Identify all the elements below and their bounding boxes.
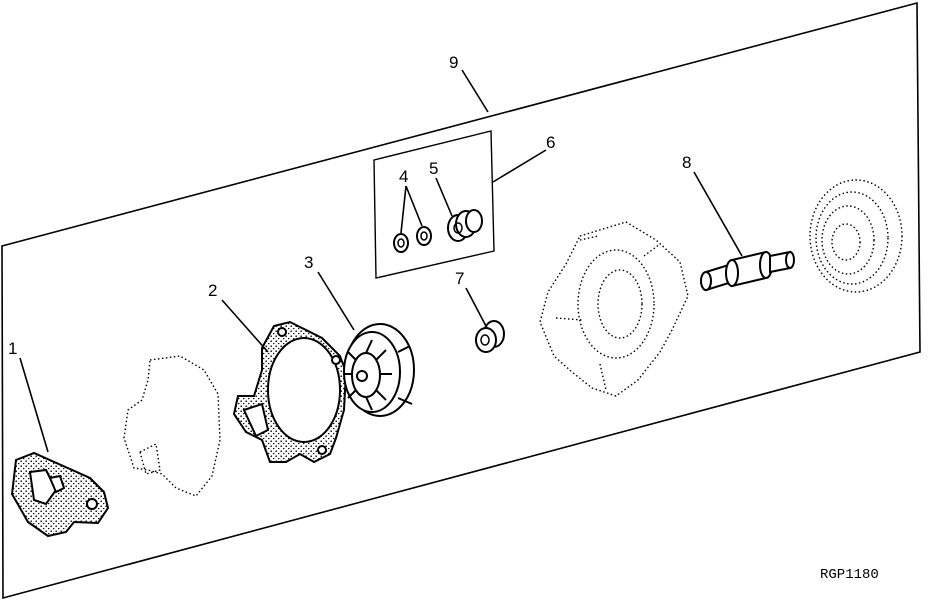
- callout-8: 8: [682, 153, 691, 172]
- part-4-seal-rings: [393, 226, 432, 253]
- leader-6: [492, 149, 547, 183]
- callout-1: 1: [8, 339, 17, 358]
- pulley-phantom: [809, 179, 903, 293]
- callout-3: 3: [304, 253, 313, 272]
- callout-4: 4: [399, 167, 408, 186]
- pump-housing-phantom: [539, 221, 689, 397]
- leader-1: [19, 357, 49, 453]
- part-7-seal: [475, 320, 505, 353]
- callout-7: 7: [455, 269, 464, 288]
- leader-8: [693, 171, 743, 257]
- leader-2: [221, 299, 269, 353]
- part-1-gasket: [10, 451, 110, 538]
- kit-inset-box: [373, 130, 495, 279]
- leader-4a: [400, 185, 407, 234]
- leader-7: [465, 287, 488, 329]
- callout-9: 9: [449, 53, 458, 72]
- callout-5: 5: [429, 159, 438, 178]
- figure-reference-id: RGP1180: [820, 567, 879, 583]
- leader-4b: [405, 185, 423, 227]
- part-2-gasket: [232, 320, 348, 464]
- callout-6: 6: [546, 133, 555, 152]
- housing-cover-phantom: [123, 355, 221, 497]
- part-3-impeller: [343, 323, 415, 417]
- leader-9: [461, 69, 489, 113]
- part-5-seal: [447, 209, 483, 242]
- callout-2: 2: [208, 281, 217, 300]
- leader-5: [435, 177, 453, 217]
- part-8-shaft-bearing: [700, 250, 795, 292]
- leader-3: [317, 271, 355, 331]
